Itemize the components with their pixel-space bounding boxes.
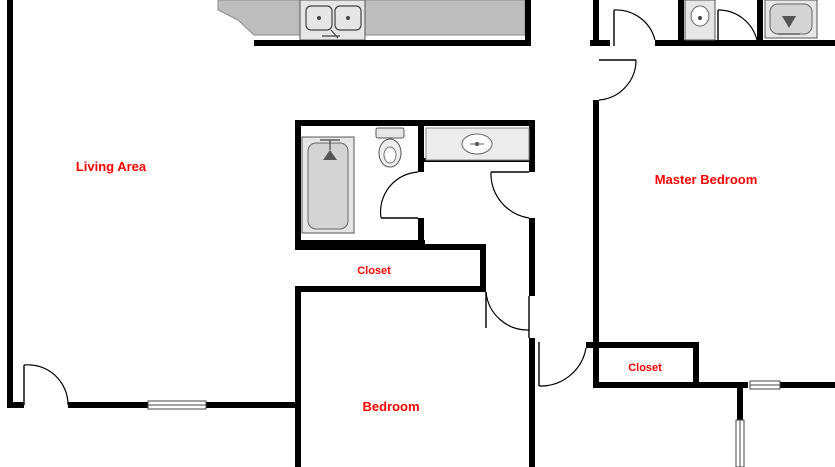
kitchen-counter — [217, 0, 526, 36]
toilet-icon — [375, 127, 405, 168]
windows — [147, 380, 781, 467]
doors — [23, 9, 758, 406]
bathtub-icon — [301, 136, 355, 234]
walls — [7, 0, 835, 467]
living-area-label: Living Area — [76, 159, 147, 174]
hall-closet-label: Closet — [357, 265, 391, 277]
sink-icon — [684, 0, 716, 41]
vanity-sink-icon — [425, 127, 530, 161]
master-bedroom-label: Master Bedroom — [655, 172, 758, 187]
toilet-icon-top — [764, 0, 818, 39]
bedroom-label: Bedroom — [362, 399, 419, 414]
master-closet-label: Closet — [628, 362, 662, 374]
double-sink-icon — [299, 0, 366, 41]
